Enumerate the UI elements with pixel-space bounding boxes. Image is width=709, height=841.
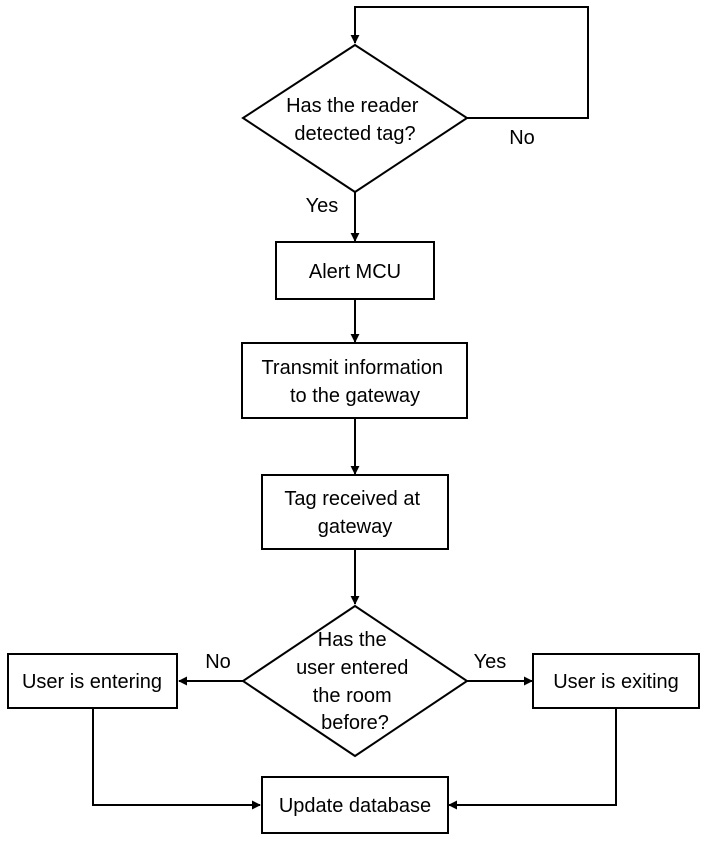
node-transmit-line-1: Transmit information [261, 357, 443, 379]
node-exiting-line-1: User is exiting [553, 671, 679, 693]
edge-label-entered-yes: Yes [474, 651, 507, 673]
edge-label-entered-no: No [205, 651, 231, 673]
svg-text:Has the reader detected: Has the reader detected tag? [286, 95, 424, 145]
edge-label-detect-yes: Yes [306, 195, 339, 217]
node-entered-line-3: the room [313, 685, 392, 707]
edge-exiting-to-update [448, 708, 617, 810]
edge-label-detect-no: No [509, 127, 535, 149]
svg-text:User is exiting: User is exiting [553, 671, 679, 693]
svg-text:Has the user entered: Has the user entered the room before? [296, 629, 414, 734]
node-update-line-1: Update database [279, 795, 431, 817]
node-entered-line-1: Has the [318, 629, 387, 651]
svg-text:Alert MCU: Alert MCU [309, 261, 401, 283]
node-update-database: Update database [261, 776, 449, 834]
edge-entering-to-update [92, 708, 261, 810]
node-user-entering: User is entering [7, 653, 178, 709]
node-received-line-2: gateway [318, 516, 393, 538]
svg-text:Transmit information to: Transmit information to the gateway [261, 357, 448, 407]
node-alert-line-1: Alert MCU [309, 261, 401, 283]
node-detect-line-1: Has the reader [286, 95, 419, 117]
node-detect-tag-decision: Has the reader detected tag? [241, 43, 469, 194]
node-entering-line-1: User is entering [22, 671, 162, 693]
node-detect-line-2: detected tag? [294, 123, 415, 145]
svg-text:Tag received at gateway: Tag received at gateway [284, 488, 425, 538]
node-entered-before-decision: Has the user entered the room before? [241, 604, 469, 758]
node-transmit-line-2: to the gateway [290, 385, 420, 407]
node-alert-mcu: Alert MCU [275, 241, 435, 300]
node-received-line-1: Tag received at [284, 488, 420, 510]
node-tag-received: Tag received at gateway [261, 474, 449, 550]
node-entered-line-4: before? [321, 712, 389, 734]
node-user-exiting: User is exiting [532, 653, 700, 709]
edge-detect-no-loop [350, 6, 589, 119]
node-entered-line-2: user entered [296, 657, 408, 679]
svg-text:Update database: Update database [279, 795, 431, 817]
node-transmit-information: Transmit information to the gateway [241, 342, 468, 419]
svg-text:User is entering: User is entering [22, 671, 162, 693]
